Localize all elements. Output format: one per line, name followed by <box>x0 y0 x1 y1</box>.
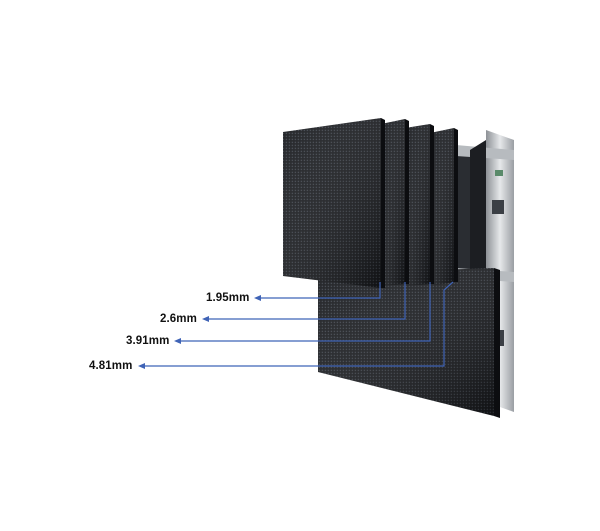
leader-arrowheads <box>138 295 261 369</box>
pitch-label-4-81: 4.81mm <box>89 360 133 372</box>
leader-line-2-6 <box>206 282 406 320</box>
arrowhead-4-81 <box>138 363 145 369</box>
pitch-label-3-91: 3.91mm <box>126 335 170 347</box>
arrowhead-2-6 <box>202 316 209 322</box>
arrowhead-1-95 <box>254 295 261 301</box>
led-module-4-81 <box>430 128 458 286</box>
led-module-3-91 <box>405 124 434 286</box>
arrowhead-3-91 <box>174 338 181 344</box>
pitch-label-2-6: 2.6mm <box>160 313 197 325</box>
leader-line-4-81 <box>142 281 454 367</box>
leader-line-3-91 <box>178 282 431 342</box>
led-module-main <box>318 268 500 418</box>
pitch-leader-lines <box>142 281 454 367</box>
led-module-1-95 <box>283 118 385 288</box>
leader-line-1-95 <box>258 282 381 299</box>
pitch-label-1-95: 1.95mm <box>206 292 250 304</box>
led-module-2-6 <box>381 119 409 286</box>
